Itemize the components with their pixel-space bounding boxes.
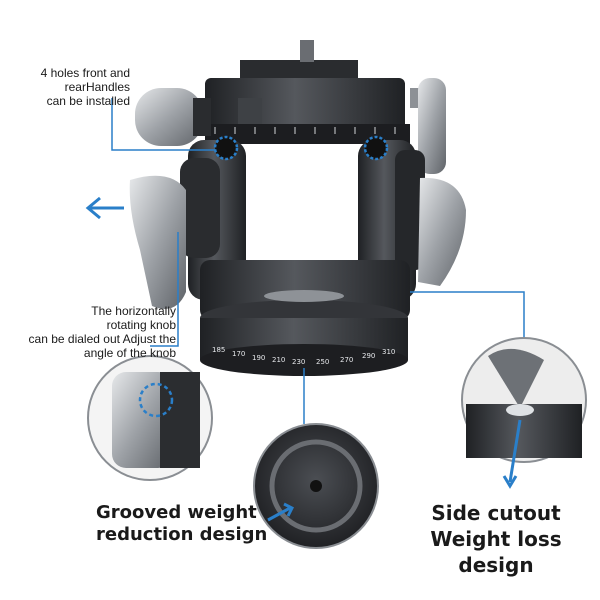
svg-text:210: 210 bbox=[272, 356, 285, 364]
svg-text:170: 170 bbox=[232, 350, 245, 358]
leader-lines bbox=[111, 98, 525, 424]
svg-text:185: 185 bbox=[212, 346, 225, 354]
top-left-knob bbox=[135, 88, 211, 146]
callout-knob-line1: The horizontally bbox=[91, 304, 176, 318]
callout-holes: 4 holes front and rearHandles can be ins… bbox=[10, 66, 130, 108]
svg-text:270: 270 bbox=[340, 356, 353, 364]
callout-knob-line3: can be dialed out Adjust the bbox=[28, 332, 176, 346]
handle-hole-right bbox=[363, 135, 389, 161]
top-right-knob bbox=[410, 78, 446, 174]
arrow-left-icon bbox=[85, 196, 124, 220]
pan-handle-right bbox=[418, 177, 466, 286]
detail-circle-bottom bbox=[253, 423, 379, 549]
callout-grooved: Grooved weight reduction design bbox=[96, 502, 267, 546]
callout-cutout: Side cutout Weight loss design bbox=[398, 500, 594, 578]
svg-text:190: 190 bbox=[252, 354, 265, 362]
callout-knob-line2: rotating knob bbox=[106, 318, 176, 332]
svg-text:310: 310 bbox=[382, 348, 395, 356]
svg-text:250: 250 bbox=[316, 358, 329, 366]
callout-cutout-line1: Side cutout bbox=[431, 501, 561, 525]
callout-holes-line1: 4 holes front and bbox=[40, 66, 130, 80]
detail-circle-cutout bbox=[461, 337, 587, 489]
head-frame bbox=[180, 140, 425, 320]
callout-grooved-line2: reduction design bbox=[96, 524, 268, 545]
svg-text:230: 230 bbox=[292, 358, 305, 366]
pan-handle-left bbox=[129, 175, 186, 309]
base-disc bbox=[200, 290, 408, 376]
base-scale: 185 170 190 210 230 250 270 290 310 bbox=[212, 346, 395, 366]
callout-knob: The horizontally rotating knob can be di… bbox=[10, 304, 176, 360]
svg-text:290: 290 bbox=[362, 352, 375, 360]
top-scale bbox=[214, 127, 396, 134]
callout-holes-line3: can be installed bbox=[46, 94, 130, 108]
callout-grooved-line1: Grooved weight bbox=[96, 502, 257, 523]
top-plate bbox=[205, 40, 410, 144]
detail-circle-knob bbox=[87, 355, 213, 481]
callout-holes-line2: rearHandles bbox=[64, 80, 130, 94]
callout-cutout-line2: Weight loss design bbox=[430, 527, 562, 577]
handle-hole-left bbox=[213, 135, 239, 161]
callout-knob-line4: angle of the knob bbox=[83, 346, 176, 360]
